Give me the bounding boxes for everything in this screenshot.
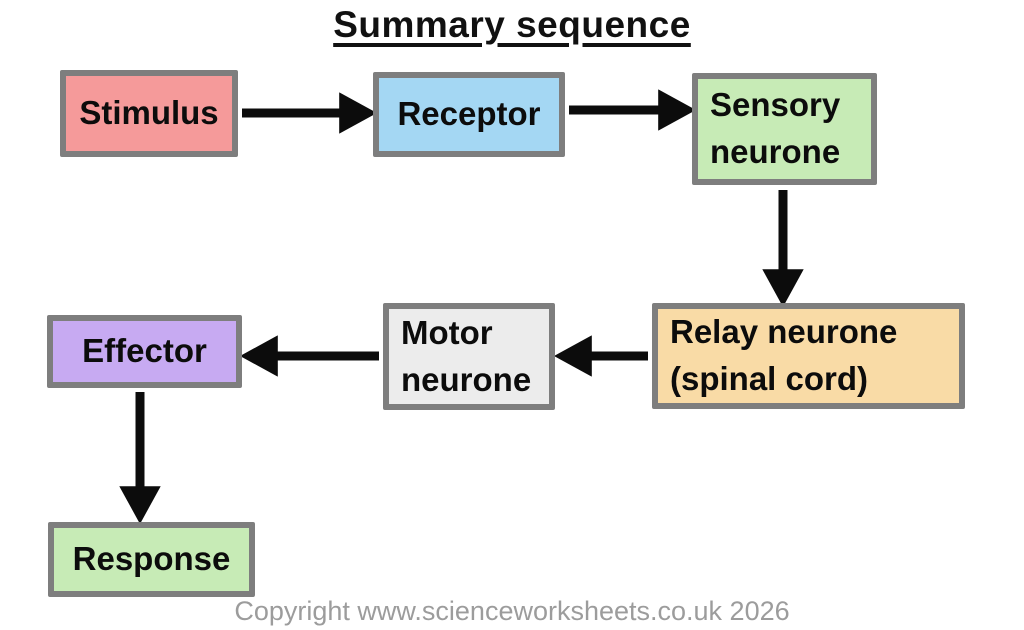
node-relay-neurone-label-line1: Relay neurone xyxy=(670,313,898,351)
node-sensory-neurone: Sensory neurone xyxy=(692,73,877,185)
node-response: Response xyxy=(48,522,255,597)
node-relay-neurone-label-line2: (spinal cord) xyxy=(670,360,869,397)
copyright-text: Copyright www.scienceworksheets.co.uk 20… xyxy=(234,596,790,626)
node-sensory-neurone-label-line1: Sensory xyxy=(710,86,841,124)
diagram-title: Summary sequence xyxy=(333,4,691,45)
node-motor-neurone: Motor neurone xyxy=(383,303,555,410)
node-motor-neurone-label-line2: neurone xyxy=(401,360,532,398)
node-effector: Effector xyxy=(47,315,242,388)
node-relay-neurone: Relay neurone (spinal cord) xyxy=(652,303,965,409)
node-receptor: Receptor xyxy=(373,72,565,157)
node-sensory-neurone-label-line2: neurone xyxy=(710,133,841,170)
node-receptor-label: Receptor xyxy=(397,95,541,133)
node-motor-neurone-label-line1: Motor xyxy=(401,313,493,351)
node-response-label: Response xyxy=(72,540,231,578)
node-stimulus-label: Stimulus xyxy=(79,94,219,132)
node-stimulus: Stimulus xyxy=(60,70,238,157)
node-effector-label: Effector xyxy=(82,332,207,370)
